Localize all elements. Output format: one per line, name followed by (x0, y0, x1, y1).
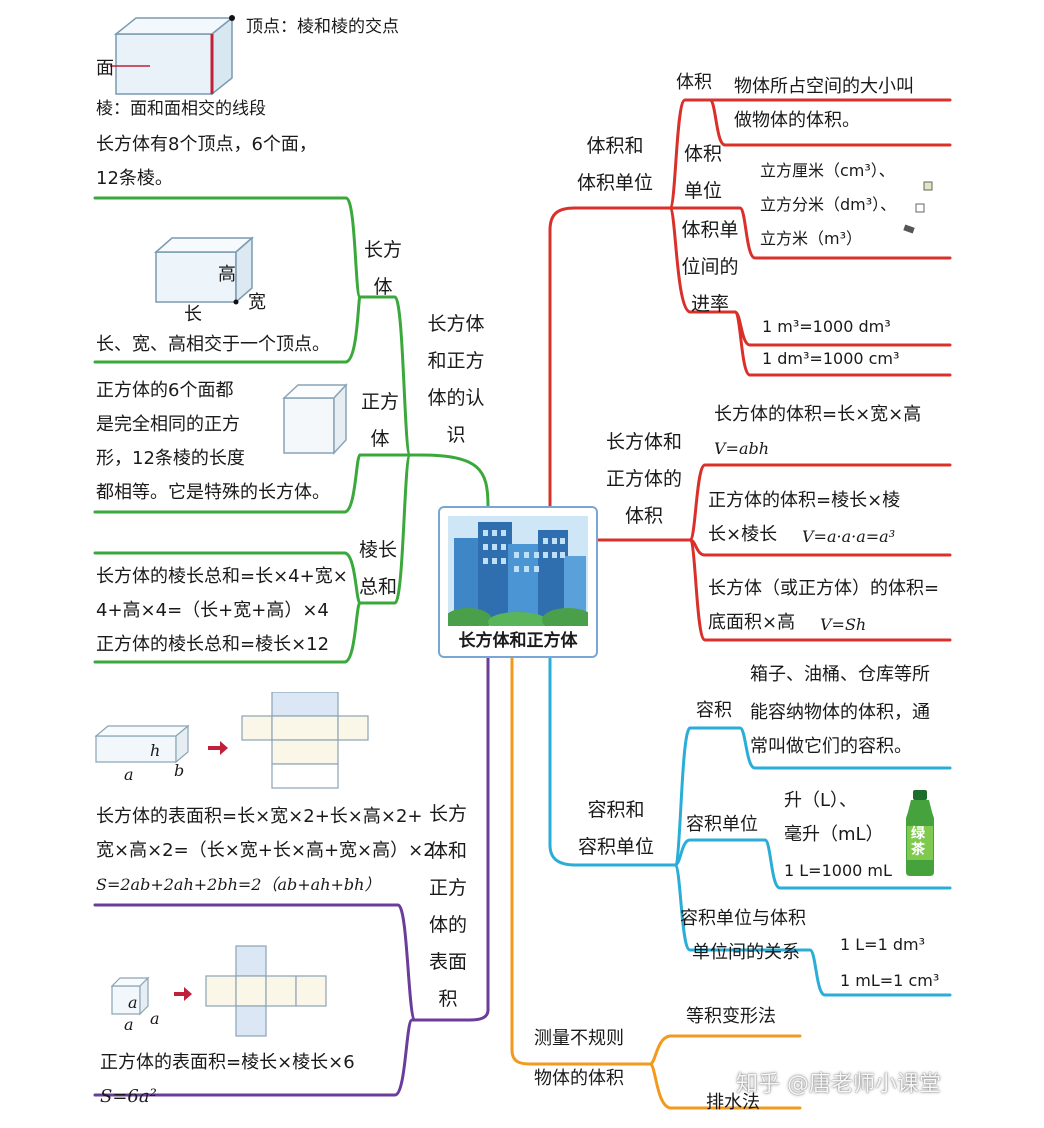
volume-formula-label: 长方体和 正方体的 体积 (605, 431, 682, 527)
cube-node-label: 正方 体 (360, 391, 399, 450)
central-topic-title: 长方体和正方体 (458, 631, 578, 651)
cube-fig-a1: a (128, 993, 138, 1012)
branch-surface (413, 656, 490, 1022)
branch-volume-units (548, 206, 672, 508)
cuboid-fig-height: 高 (218, 264, 236, 285)
buildings-illustration (448, 516, 588, 626)
cube-unit-icons (903, 181, 933, 234)
cuboid-fig-b: b (174, 761, 185, 780)
cuboid-node-label: 长方 体 (363, 239, 402, 298)
branch-capacity (548, 656, 677, 867)
volume-units-label: 体积和 体积单位 (576, 135, 653, 194)
volume-rate-node-label: 体积单 位间的 进率 (681, 219, 739, 315)
watermark: 知乎 @唐老师小课堂 (736, 1072, 941, 1097)
cuboid-figure (154, 236, 254, 305)
edge-label: 棱：面和面相交的线段 (96, 99, 266, 119)
bottle-label-1: 绿 (911, 826, 925, 842)
cuboid-fig-h: h (150, 741, 161, 760)
method-water-displacement: 排水法 (706, 1092, 760, 1113)
green-tea-bottle-icon (906, 790, 934, 876)
branch-cuboid (93, 196, 422, 457)
cube-net-figure (110, 945, 327, 1037)
volume-node-label: 体积 (676, 72, 712, 93)
branch-recognition (358, 453, 490, 508)
edges-node-label: 棱长 总和 (358, 539, 397, 598)
bottle-label-2: 茶 (911, 842, 925, 858)
cuboid-fig-width: 宽 (248, 292, 266, 313)
branch-edges (93, 453, 412, 664)
recognition-label: 长方体 和正方 体的认 识 (427, 313, 485, 446)
cuboid-parts-illustration (110, 15, 235, 96)
cuboid-fig-length: 长 (184, 304, 202, 325)
cube-figure (282, 383, 348, 455)
method-equal-volume: 等积变形法 (686, 1006, 776, 1027)
central-topic: 长方体和正方体 (438, 506, 598, 658)
branch-cube (93, 453, 362, 514)
branch-cuboid-bottom (93, 295, 362, 364)
capacity-label: 容积和 容积单位 (577, 799, 654, 858)
cube-fig-a3: a (150, 1009, 160, 1028)
cuboid-fig-a: a (124, 765, 134, 784)
capacity-units-label: 容积单位 (686, 814, 758, 835)
surface-label: 长方 体和 正方 体的 表面 积 (428, 803, 467, 1010)
cuboid-desc: 长、宽、高相交于一个顶点。 (96, 334, 330, 355)
volume-units-node-label: 体积 单位 (683, 143, 722, 202)
vertex-label: 顶点：棱和棱的交点 (246, 17, 399, 37)
cuboid-count-line1: 长方体有8个顶点，6个面， (96, 134, 317, 155)
capacity-node-label: 容积 (696, 700, 732, 721)
cuboid-count-line2: 12条棱。 (96, 168, 173, 189)
cuboid-net-figure (94, 692, 369, 789)
cube-fig-a2: a (124, 1015, 134, 1034)
face-label: 面 (96, 58, 114, 79)
branch-irregular (510, 656, 652, 1066)
